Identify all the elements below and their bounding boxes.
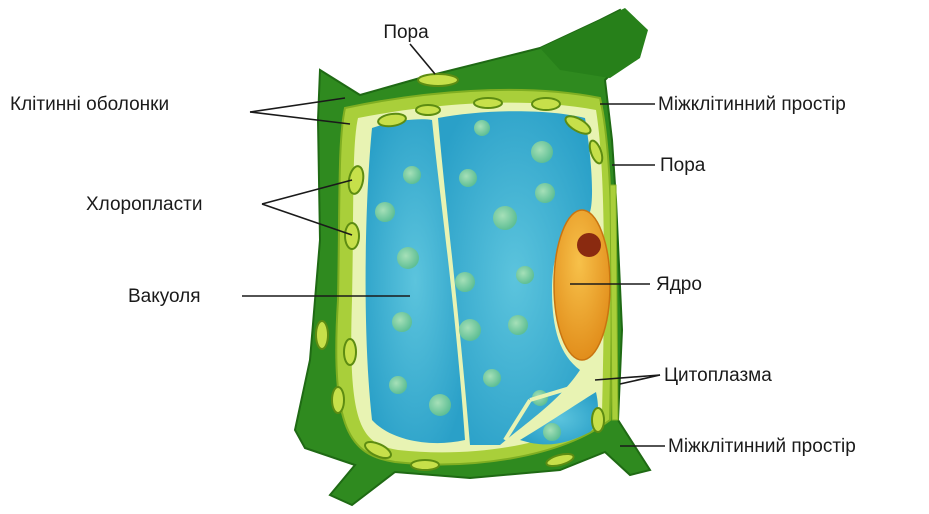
pore-right <box>610 185 618 420</box>
label-nucleus: Ядро <box>656 274 702 295</box>
label-cell-walls: Клітинні оболонки <box>10 94 169 115</box>
label-pore-right: Пора <box>660 155 706 176</box>
label-chloroplasts: Хлоропласти <box>86 194 202 215</box>
label-cytoplasm: Цитоплазма <box>664 365 772 386</box>
label-pore-top: Пора <box>383 22 429 43</box>
label-vacuole: Вакуоля <box>128 286 201 307</box>
label-intercellular-space-bottom: Міжклітинний простір <box>668 436 856 457</box>
nucleolus <box>577 233 601 257</box>
pore-top <box>418 74 458 86</box>
nucleus <box>554 210 610 360</box>
label-intercellular-space-top: Міжклітинний простір <box>658 94 846 115</box>
